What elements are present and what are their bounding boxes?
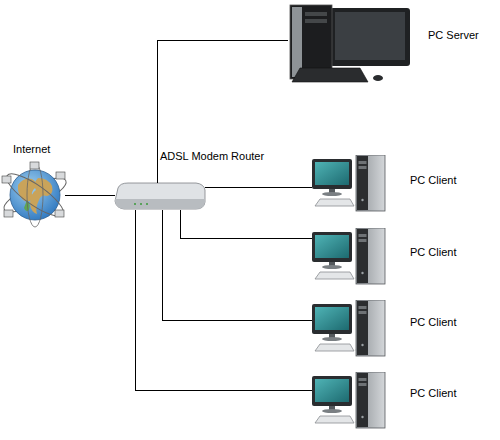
client-node: PC Client [312, 300, 387, 358]
node-label: PC Client [410, 174, 456, 187]
mini-computer [30, 162, 39, 169]
client-node: PC Client [312, 372, 387, 430]
monitor-frame [330, 8, 410, 66]
globe [10, 170, 60, 220]
drive-bay [305, 19, 327, 23]
node-label: PC Server [428, 29, 479, 42]
orbit-ring [27, 163, 43, 227]
mini-computer [4, 210, 13, 217]
network-cable [135, 210, 312, 390]
mini-computer [55, 210, 64, 217]
monitor-screen [335, 12, 405, 60]
client-node: PC Client [312, 228, 387, 286]
network-cable [162, 210, 312, 320]
status-led [134, 203, 136, 205]
mini-computer [2, 176, 11, 183]
drive-bay [305, 12, 327, 16]
network-cable [65, 195, 115, 196]
node-label: ADSL Modem Router [160, 150, 264, 163]
internet-node: Internet [5, 165, 65, 225]
status-led [140, 203, 142, 205]
router-front [115, 199, 205, 209]
node-label: Internet [13, 143, 50, 156]
network-cable [205, 187, 312, 188]
node-label: PC Client [410, 387, 456, 400]
client-node: PC Client [312, 155, 387, 213]
server-computer [290, 5, 410, 82]
node-label: PC Client [410, 246, 456, 259]
node-label: PC Client [410, 316, 456, 329]
client-computer [312, 228, 385, 284]
internet-globe [0, 162, 70, 227]
router-body [115, 183, 205, 209]
network-cable [180, 210, 312, 238]
server-node: PC Server [288, 4, 412, 88]
mini-computer [56, 172, 65, 179]
client-computer [312, 300, 385, 356]
router-device [115, 183, 205, 209]
mouse [373, 75, 383, 81]
client-computer [312, 372, 385, 428]
land-mass [30, 178, 52, 214]
status-led [146, 203, 148, 205]
keyboard [292, 68, 368, 82]
orbit-ring [1, 167, 68, 222]
router-node: ADSL Modem Router [115, 183, 205, 210]
tower-side [292, 7, 302, 77]
client-computer [312, 155, 385, 211]
network-cable [157, 40, 288, 183]
